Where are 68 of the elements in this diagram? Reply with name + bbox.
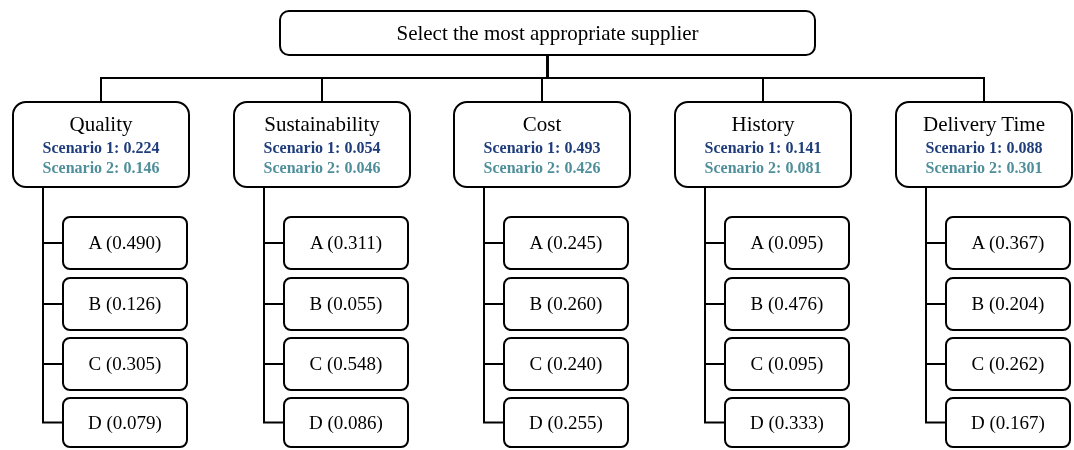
node-title: A (0.311) xyxy=(309,231,383,255)
criterion-box xyxy=(895,101,1073,188)
alternative-box xyxy=(503,277,629,331)
node-title: A (0.490) xyxy=(88,231,162,255)
connector-line xyxy=(546,55,985,102)
criterion-box xyxy=(453,101,631,188)
alternative-box xyxy=(724,277,850,331)
node-title: D (0.255) xyxy=(529,410,603,435)
alternative-box xyxy=(62,397,188,448)
weight-text: Scenario 1: 0.493 xyxy=(483,137,601,158)
weight-text: Scenario 2: 0.081 xyxy=(704,157,822,178)
alternative-box xyxy=(283,397,409,448)
alternative-box xyxy=(62,216,188,270)
node-title: B (0.204) xyxy=(971,292,1045,316)
connector-line xyxy=(42,187,63,424)
goal-box xyxy=(279,10,816,56)
node-title: B (0.055) xyxy=(309,292,383,316)
weight-text: Scenario 2: 0.426 xyxy=(483,157,601,178)
weight-text: Scenario 1: 0.141 xyxy=(704,137,822,158)
node-title: B (0.260) xyxy=(529,292,603,316)
node-title: C (0.262) xyxy=(971,352,1045,376)
criterion-box xyxy=(233,101,411,188)
node-title: B (0.126) xyxy=(88,292,162,316)
weight-text: Scenario 1: 0.088 xyxy=(925,137,1043,158)
node-title: B (0.476) xyxy=(750,292,824,316)
node-title: C (0.095) xyxy=(750,352,824,376)
alternative-box xyxy=(945,337,1071,391)
weight-text: Scenario 2: 0.146 xyxy=(42,157,160,178)
alternative-box xyxy=(945,277,1071,331)
criterion-box xyxy=(674,101,852,188)
connector-line xyxy=(263,187,284,424)
alternative-box xyxy=(283,337,409,391)
node-title: Delivery Time xyxy=(923,111,1045,138)
node-title: D (0.333) xyxy=(750,410,824,435)
alternative-box xyxy=(724,337,850,391)
alternative-box xyxy=(724,397,850,448)
weight-text: Scenario 2: 0.046 xyxy=(263,157,381,178)
alternative-box xyxy=(62,337,188,391)
weight-text: Scenario 2: 0.301 xyxy=(925,157,1043,178)
alternative-box xyxy=(62,277,188,331)
criterion-box xyxy=(12,101,190,188)
connector-line xyxy=(925,187,946,424)
node-title: C (0.240) xyxy=(529,352,603,376)
alternative-box xyxy=(724,216,850,270)
weight-text: Scenario 1: 0.054 xyxy=(263,137,381,158)
node-title: C (0.548) xyxy=(309,352,383,376)
weight-text: Scenario 1: 0.224 xyxy=(42,137,160,158)
node-title: Sustainability xyxy=(264,111,380,138)
alternative-box xyxy=(503,216,629,270)
node-title: Quality xyxy=(69,111,133,138)
connector-line xyxy=(483,187,504,424)
node-title: D (0.086) xyxy=(309,410,383,435)
alternative-box xyxy=(283,277,409,331)
alternative-box xyxy=(945,216,1071,270)
connector-line xyxy=(704,187,725,424)
alternative-box xyxy=(503,337,629,391)
alternative-box xyxy=(503,397,629,448)
alternative-box xyxy=(283,216,409,270)
node-title: A (0.095) xyxy=(750,231,824,255)
node-title: A (0.245) xyxy=(529,231,603,255)
node-title: C (0.305) xyxy=(88,352,162,376)
node-title: A (0.367) xyxy=(971,231,1045,255)
node-title: D (0.167) xyxy=(971,410,1045,435)
node-title: Select the most appropriate supplier xyxy=(396,19,699,47)
node-title: D (0.079) xyxy=(88,410,162,435)
alternative-box xyxy=(945,397,1071,448)
node-title: History xyxy=(731,111,795,138)
node-title: Cost xyxy=(522,111,562,138)
